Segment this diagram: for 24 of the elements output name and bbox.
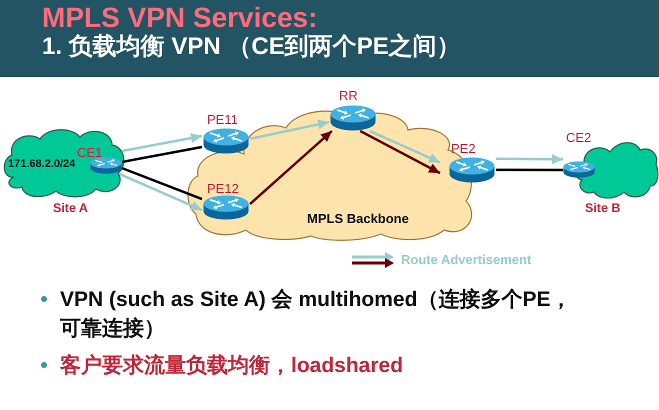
router-label: PE11 <box>207 113 238 127</box>
bullet-text: 客户要求流量负载均衡，loadshared <box>60 352 404 379</box>
site-label: Site B <box>585 201 620 216</box>
router-label: RR <box>339 89 358 103</box>
router-label: CE2 <box>566 131 592 145</box>
arrow <box>369 130 441 164</box>
link-line <box>122 166 202 200</box>
router-label: PE12 <box>207 182 239 196</box>
legend-label: Route Advertisement <box>401 252 532 268</box>
bullet-text: VPN (such as Site A) 会 multihomed（连接多个PE，可靠连接） <box>60 287 572 342</box>
site-label: Site A <box>53 201 88 216</box>
slide-title: MPLS VPN Services: <box>42 3 318 33</box>
arrow <box>250 120 330 140</box>
slide-subtitle: 1. 负载均衡 VPN （CE到两个PE之间） <box>42 33 461 61</box>
network-address: 171.68.2.0/24 <box>8 158 76 171</box>
router-label: CE1 <box>77 146 102 160</box>
arrow <box>122 133 202 152</box>
arrow <box>119 172 202 212</box>
router-label: PE2 <box>451 142 476 156</box>
arrow <box>360 130 441 174</box>
arrow <box>496 154 563 164</box>
link-line <box>122 146 202 164</box>
cloud-label: MPLS Backbone <box>307 212 409 227</box>
link-line <box>496 168 563 172</box>
